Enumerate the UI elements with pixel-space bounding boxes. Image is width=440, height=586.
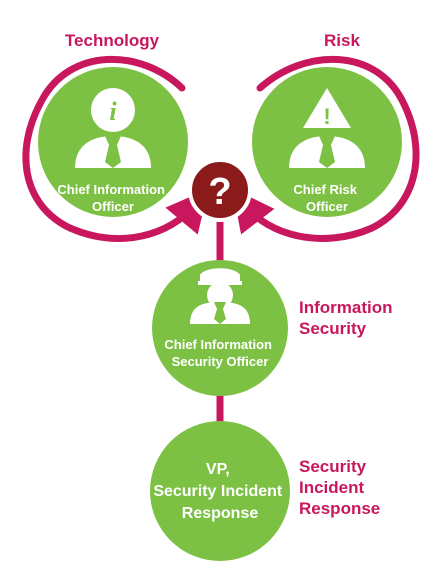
risk-loop [232, 56, 420, 242]
vp-title-line-1: VP, [206, 461, 230, 478]
sir-line-1: Security [299, 457, 367, 476]
technology-loop [22, 56, 209, 242]
information-security-line-1: Information [299, 298, 393, 317]
ciso-title: Chief Information Security Officer [164, 337, 275, 369]
security-incident-response-label: Security Incident Response [299, 457, 380, 518]
cio-title-line-1: Chief Information [57, 182, 165, 197]
technology-label: Technology [65, 31, 160, 50]
cro-title-line-2: Officer [306, 199, 348, 214]
information-security-line-2: Security [299, 319, 367, 338]
cro-title-line-1: Chief Risk [293, 182, 357, 197]
cio-title-line-2: Officer [92, 199, 134, 214]
cro-node: ! Chief Risk Officer [252, 67, 402, 217]
sir-line-3: Response [299, 499, 380, 518]
cro-title: Chief Risk Officer [293, 182, 360, 214]
risk-label: Risk [324, 31, 360, 50]
svg-text:i: i [109, 97, 117, 126]
ciso-title-line-1: Chief Information [164, 337, 272, 352]
vp-title-line-3: Response [182, 505, 259, 522]
connector-loops [22, 56, 420, 432]
officer-cap-icon [190, 268, 250, 324]
vp-circle [150, 421, 290, 561]
ciso-title-line-2: Security Officer [172, 354, 269, 369]
sir-line-2: Incident [299, 478, 365, 497]
information-security-label: Information Security [299, 298, 397, 338]
question-badge: ? [188, 158, 252, 222]
vp-title: VP, Security Incident Response [153, 461, 286, 522]
info-icon: i [75, 88, 151, 168]
cio-node: i Chief Information Officer [38, 67, 188, 217]
cio-title: Chief Information Officer [57, 182, 168, 214]
warning-icon: ! [289, 88, 365, 168]
question-mark-icon: ? [208, 171, 231, 213]
ciso-circle [152, 260, 288, 396]
svg-text:!: ! [323, 104, 330, 129]
ciso-node: Chief Information Security Officer [152, 260, 288, 396]
vp-title-line-2: Security Incident [153, 483, 283, 500]
vp-node: VP, Security Incident Response [150, 421, 290, 561]
